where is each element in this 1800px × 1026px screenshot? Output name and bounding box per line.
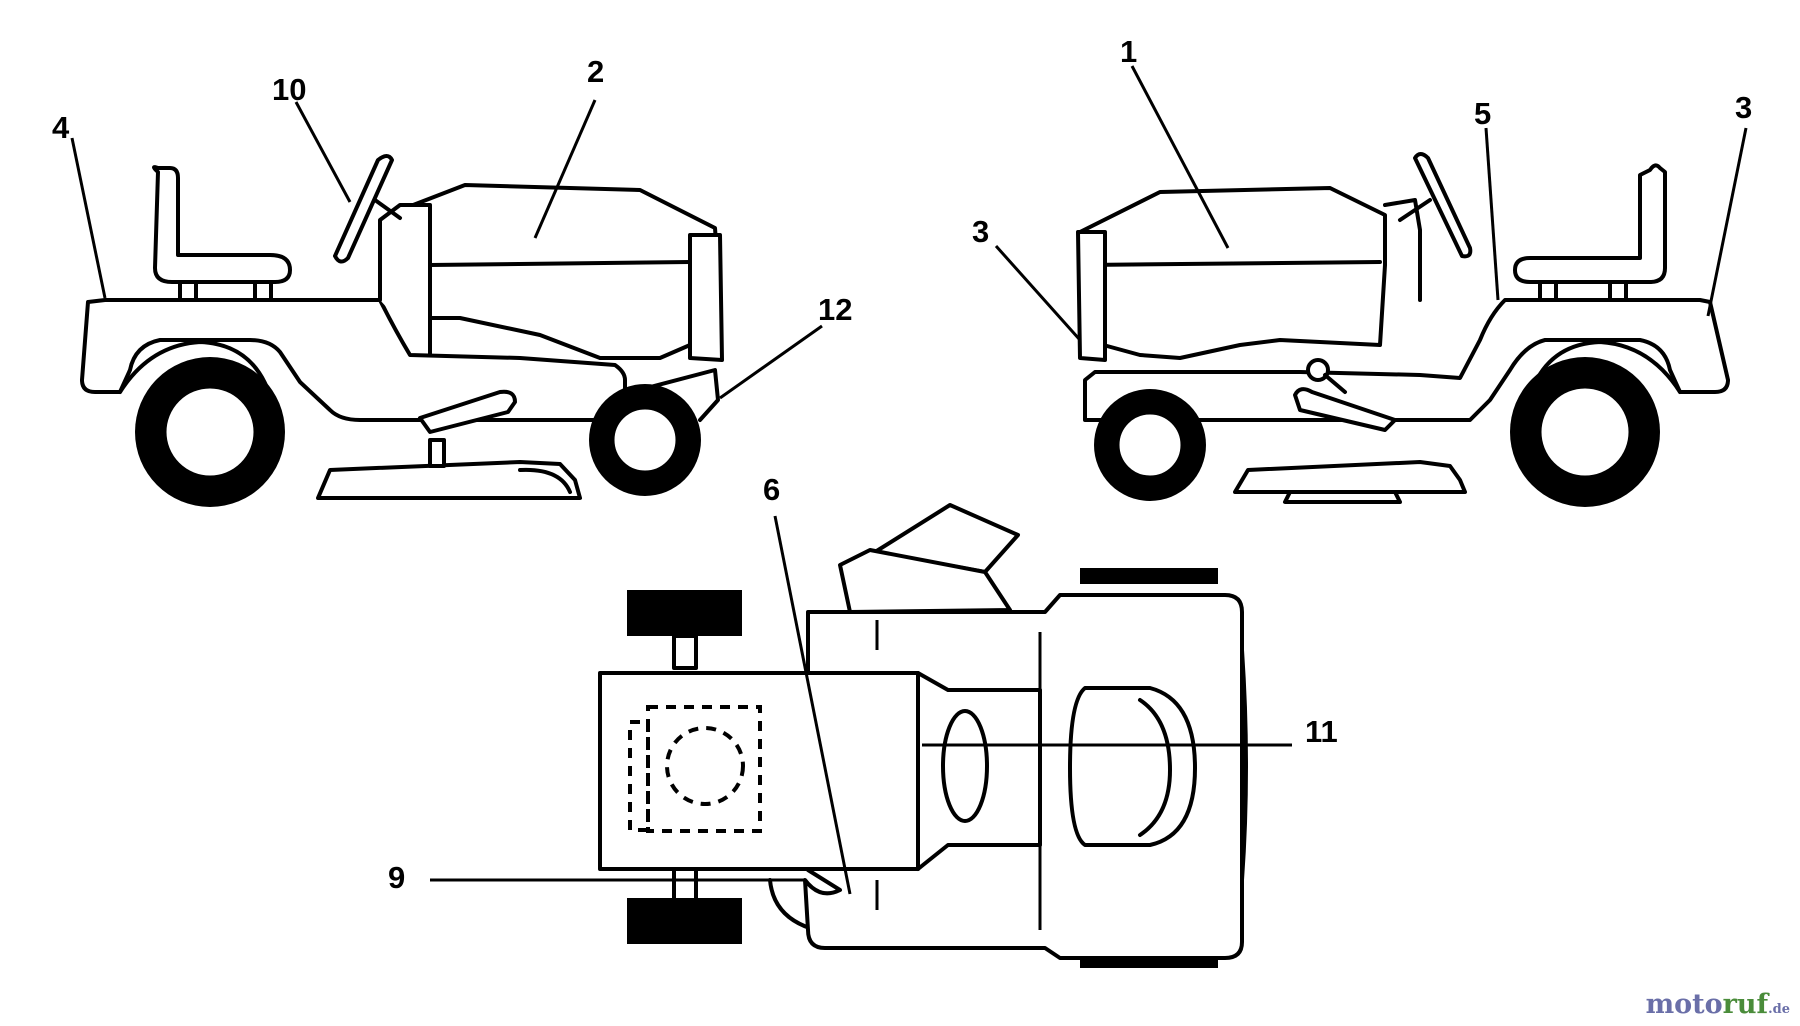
callout-12: 12 bbox=[818, 292, 852, 327]
callout-3-left: 3 bbox=[972, 214, 989, 249]
callout-6: 6 bbox=[763, 472, 780, 507]
callout-10: 10 bbox=[272, 72, 306, 107]
tractor-left-side-view bbox=[80, 154, 724, 507]
watermark-logo: motoruf.de bbox=[1645, 989, 1790, 1020]
callout-leader-lines bbox=[70, 65, 1748, 895]
callout-2: 2 bbox=[587, 54, 604, 89]
tractor-right-side-view bbox=[1076, 152, 1730, 507]
callout-5: 5 bbox=[1474, 96, 1491, 131]
callout-9: 9 bbox=[388, 860, 405, 895]
callout-3-right: 3 bbox=[1735, 90, 1752, 125]
callout-1: 1 bbox=[1120, 34, 1137, 69]
callout-4: 4 bbox=[52, 110, 70, 145]
tractor-top-view bbox=[598, 503, 1248, 968]
callout-11: 11 bbox=[1305, 714, 1338, 749]
